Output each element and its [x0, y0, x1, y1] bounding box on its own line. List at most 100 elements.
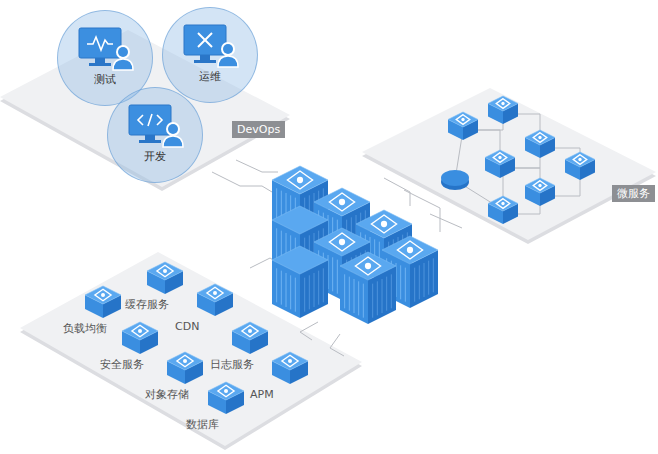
wires	[212, 160, 462, 356]
cube-top-face	[122, 322, 158, 340]
person-head-bg	[221, 42, 235, 56]
cube-top-face	[488, 96, 518, 111]
cube	[272, 352, 308, 384]
monitor-icon	[162, 7, 258, 103]
cube-icon-svg	[83, 280, 123, 324]
cube-stripe	[424, 263, 425, 297]
cube-stripe	[290, 275, 291, 309]
cube-icon-svg	[206, 376, 246, 420]
cube-icon-svg	[270, 346, 310, 390]
person-body	[163, 136, 183, 147]
wire	[236, 160, 278, 172]
cube-top-face	[356, 210, 412, 238]
monitor-base	[139, 140, 161, 143]
service-cube: APM	[270, 346, 310, 390]
cube-icon-dot	[498, 156, 501, 159]
person-body	[218, 56, 238, 67]
wire	[212, 172, 272, 192]
wire	[330, 334, 344, 356]
cube-top-face	[232, 322, 268, 340]
cube-stripe	[337, 260, 338, 294]
cube-icon	[456, 115, 469, 125]
service-cube: 缓存服务	[145, 256, 185, 300]
cube-icon-svg	[230, 316, 270, 360]
cube-icon-dot	[138, 329, 142, 333]
role-circle: 开发	[107, 87, 203, 183]
cube	[525, 130, 555, 158]
cube-icon-svg	[120, 316, 160, 360]
monitor-screen	[184, 25, 226, 55]
cube-stripe	[391, 274, 392, 308]
cube-icon	[207, 287, 223, 299]
cube	[122, 322, 158, 354]
cube-top-face	[488, 196, 518, 211]
cube-icon	[177, 355, 193, 367]
cube-stripe	[281, 271, 282, 305]
cube-top-face	[272, 166, 328, 194]
cube-stripe	[354, 279, 355, 313]
service-cube: 数据库	[206, 376, 246, 420]
monitor-glyph	[87, 37, 113, 50]
monitor-base	[194, 60, 216, 63]
cube-icon-dot	[538, 184, 541, 187]
cube-icon	[157, 265, 173, 277]
cube-top-face	[525, 178, 555, 193]
cube-icon-dot	[461, 118, 464, 121]
platform: 微服务	[360, 85, 658, 247]
cube-icon-svg	[165, 346, 205, 390]
cube-icon	[282, 355, 298, 367]
cube-top-face	[272, 206, 328, 234]
wire	[384, 178, 410, 206]
cube-icon	[95, 289, 111, 301]
cube	[197, 284, 233, 316]
cube-stripe	[276, 268, 277, 302]
cube-stripe	[405, 268, 406, 302]
cube-stripe	[428, 261, 429, 295]
network-hub	[441, 170, 469, 186]
cube-icon	[287, 171, 312, 189]
person-head	[118, 47, 128, 57]
cube-icon-dot	[407, 247, 413, 253]
person-head-bg	[116, 45, 130, 59]
cube-top-face	[147, 262, 183, 280]
cube-icon	[493, 153, 506, 163]
person-head-bg	[166, 122, 180, 136]
cube-top-face	[382, 236, 438, 264]
monitor-glyph	[198, 33, 212, 47]
cube-top-face	[340, 252, 396, 280]
cube-top-face	[85, 286, 121, 304]
cube	[488, 96, 518, 124]
cube-icon-dot	[339, 239, 345, 245]
cube-icon-dot	[501, 202, 504, 205]
cube-icon-dot	[101, 293, 105, 297]
cube-stripe	[372, 284, 373, 318]
person-head	[223, 44, 233, 54]
cube	[147, 262, 183, 294]
cube-stripe	[304, 278, 305, 312]
cube-icon-dot	[501, 102, 504, 105]
role-circle: 运维	[162, 7, 258, 103]
cube-top-face	[314, 188, 370, 216]
cube-icon	[329, 233, 354, 251]
cube	[448, 112, 478, 140]
cube-icon-dot	[297, 177, 303, 183]
cube-top-face	[272, 246, 328, 274]
monitor-icon	[107, 87, 203, 183]
cube-top-face	[197, 284, 233, 302]
cube-icon	[329, 193, 354, 211]
service-cube: 对象存储	[165, 346, 205, 390]
cube-icon-dot	[381, 221, 387, 227]
cube-top-face	[485, 150, 515, 165]
cube-icon-dot	[163, 269, 167, 273]
cube-stripe	[344, 274, 345, 308]
cube-icon-dot	[213, 291, 217, 295]
platform: DevOps测试运维开发	[0, 25, 292, 200]
cube-stripe	[295, 278, 296, 312]
cube-top-face	[167, 352, 203, 370]
cube-stripe	[382, 279, 383, 313]
platform-top	[362, 88, 656, 240]
wire	[300, 322, 318, 340]
cube-icon-dot	[288, 359, 292, 363]
cube-icon	[496, 99, 509, 109]
